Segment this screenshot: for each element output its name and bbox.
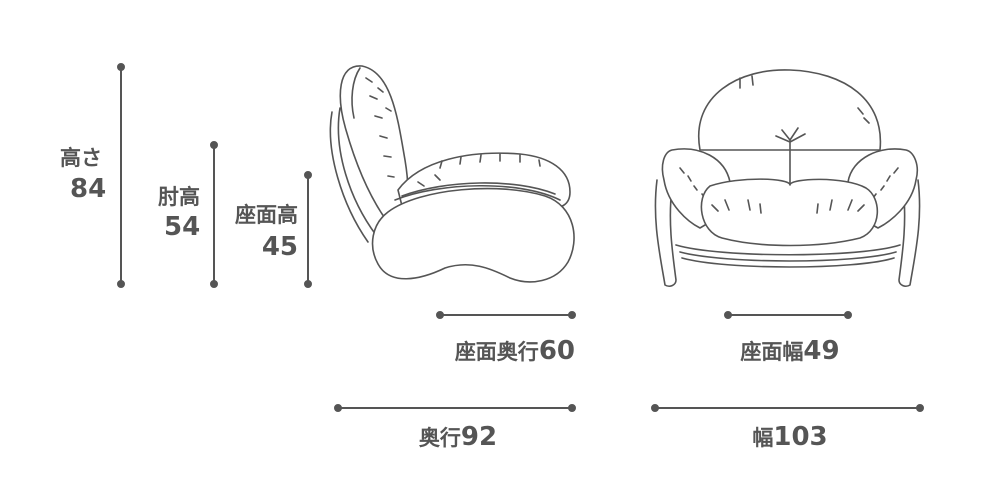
depth-caption: 奥行92 xyxy=(358,424,558,450)
height-value: 84 xyxy=(70,174,107,204)
seat-width-dimension-line xyxy=(724,311,852,319)
width-label: 幅 xyxy=(752,426,774,450)
depth-value: 92 xyxy=(460,422,498,452)
width-caption: 幅103 xyxy=(690,424,890,450)
seat-depth-caption: 座面奥行60 xyxy=(400,338,575,364)
chair-front-view xyxy=(654,69,921,287)
seat-height-value: 45 xyxy=(261,232,298,262)
seat-width-label: 座面幅 xyxy=(740,340,804,364)
arm-height-label: 肘高 xyxy=(158,185,200,209)
depth-label: 奥行 xyxy=(418,426,461,450)
seat-width-caption: 座面幅49 xyxy=(690,338,890,364)
seat-height-dimension-line xyxy=(304,171,312,288)
chair-side-view xyxy=(329,65,575,283)
seat-depth-dimension-line xyxy=(436,311,576,319)
arm-height-value: 54 xyxy=(164,212,201,242)
depth-dimension-line xyxy=(334,404,576,412)
width-dimension-line xyxy=(651,404,924,412)
width-value: 103 xyxy=(773,422,828,452)
seat-depth-label: 座面奥行 xyxy=(454,340,539,364)
seat-width-value: 49 xyxy=(803,336,840,366)
height-label: 高さ xyxy=(60,146,102,170)
arm-height-dimension-line xyxy=(210,141,218,288)
seat-height-label: 座面高 xyxy=(235,203,298,227)
seat-depth-value: 60 xyxy=(538,336,575,366)
height-dimension-line xyxy=(117,63,125,288)
